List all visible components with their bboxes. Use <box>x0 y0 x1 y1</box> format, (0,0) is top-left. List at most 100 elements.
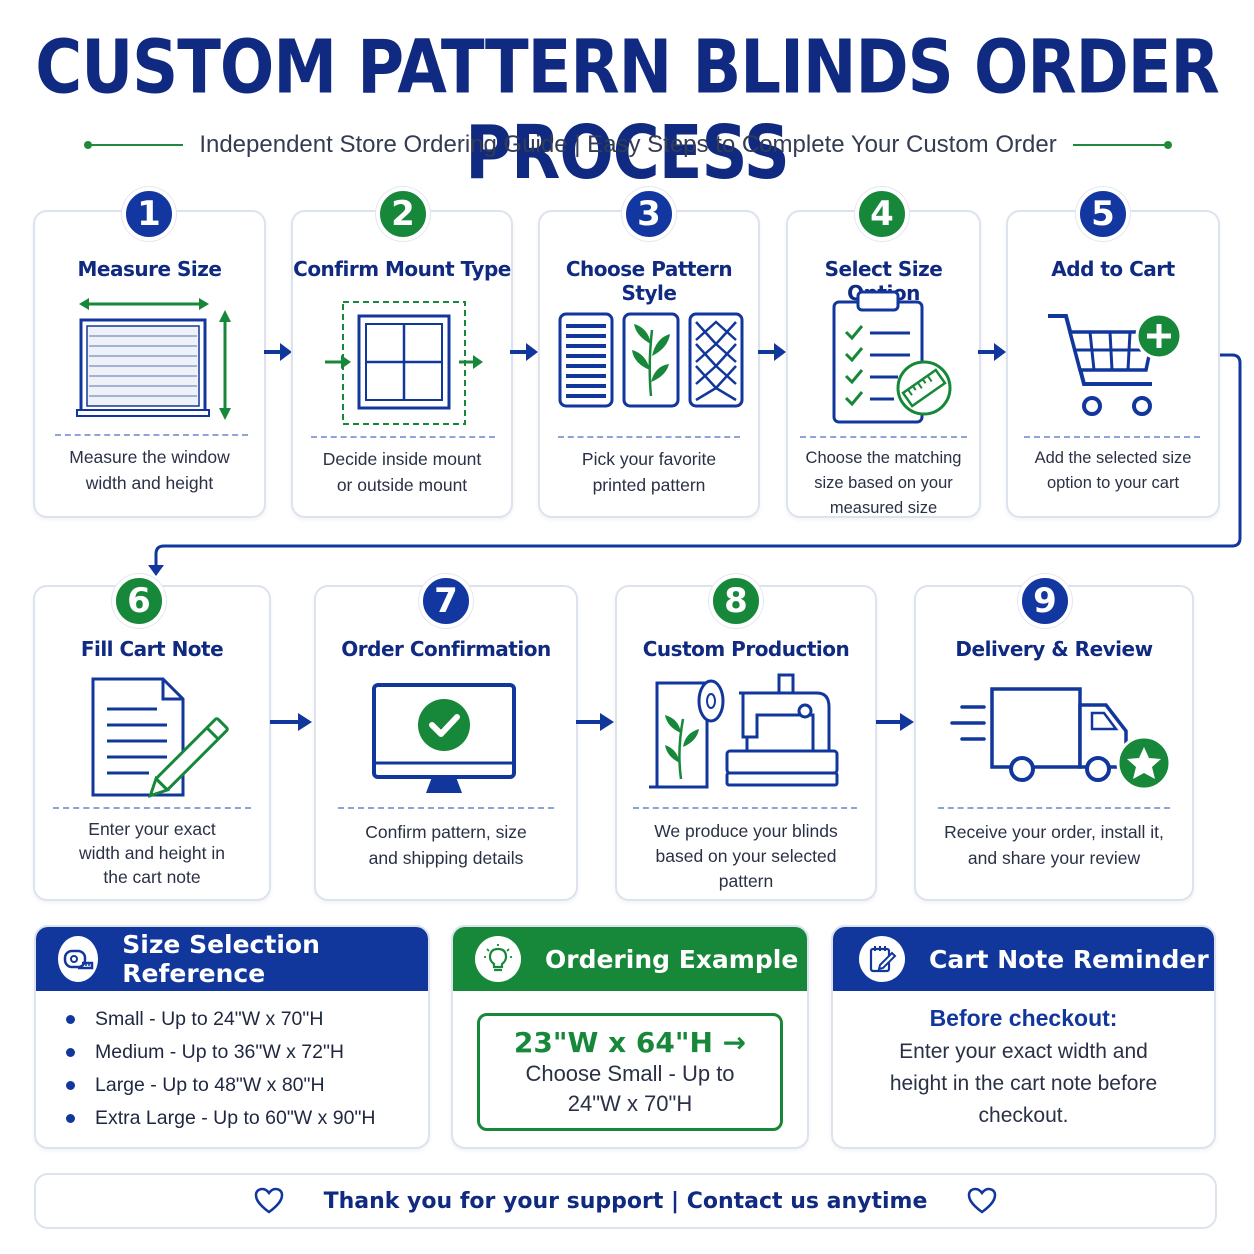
size-item-text: Medium - Up to 36"W x 72"H <box>95 1041 345 1063</box>
step-arrow-8-9 <box>876 713 914 731</box>
step-title: Fill Cart Note <box>80 637 224 661</box>
step-number-badge-9: 9 <box>1018 574 1072 628</box>
step-title: Order Confirmation <box>341 637 551 661</box>
example-measurement: 23"W x 64"H → <box>513 1026 747 1059</box>
step-description: We produce your blinds based on your sel… <box>654 821 838 891</box>
size-list-item: Extra Large - Up to 60"W x 90"H <box>66 1102 428 1135</box>
size-item-text: Extra Large - Up to 60"W x 90"H <box>95 1107 376 1129</box>
step-title: Add to Cart <box>1051 257 1175 281</box>
bullet-dot <box>66 1081 75 1090</box>
step-divider <box>558 436 740 438</box>
step-title: Choose Pattern Style <box>565 257 733 305</box>
step-card-7: Order Confirmation Confirm pattern, size… <box>314 585 578 901</box>
cart-note-line-2: height in the cart note before <box>889 1072 1158 1095</box>
step-description: Choose the matching size based on your m… <box>805 449 962 517</box>
step-divider <box>800 436 967 438</box>
step-divider <box>55 434 248 436</box>
subtitle-divider-right <box>1072 141 1173 149</box>
footer-text: Thank you for your support | Contact us … <box>323 1188 928 1214</box>
step-divider <box>938 807 1170 809</box>
step-description: Measure the window width and height <box>69 447 230 494</box>
step-divider <box>633 807 857 809</box>
step-card-1: Measure Size Measure the window width an… <box>33 210 266 518</box>
row-connector-arrow <box>148 353 1242 576</box>
step-title: Measure Size <box>77 257 222 281</box>
clipboard-ruler-icon <box>832 290 952 424</box>
step-card-2: Confirm Mount Type Decide inside mount o… <box>291 210 513 518</box>
note-pencil-icon <box>91 677 229 799</box>
page-title: CUSTOM PATTERN BLINDS ORDER PROCESS <box>35 26 1220 197</box>
cart-note-heading: Before checkout: <box>929 1005 1118 1031</box>
cart-plus-icon <box>1048 312 1183 416</box>
step-description: Enter your exact width and height in the… <box>79 819 225 888</box>
size-list-item: Large - Up to 48"W x 80"H <box>66 1069 428 1102</box>
heart-icon <box>968 1187 997 1214</box>
step-divider <box>338 807 554 809</box>
cart-note-text: Enter your exact width and height in the… <box>833 1032 1214 1132</box>
ordering-example-title: Ordering Example <box>545 944 799 974</box>
step-number-badge-6: 6 <box>112 574 166 628</box>
step-card-6: Fill Cart Note Enter your exact width an… <box>33 585 271 901</box>
step-description: Pick your favorite printed pattern <box>581 449 717 496</box>
window-measure-icon <box>76 298 231 420</box>
step-card-9: Delivery & Review Receive your order, in… <box>914 585 1194 901</box>
step-arrow-2-3 <box>510 343 538 361</box>
step-arrow-7-8 <box>576 713 614 731</box>
lightbulb-icon <box>475 936 521 982</box>
example-line-2: 24"W x 70"H <box>567 1091 693 1116</box>
size-list-item: Small - Up to 24"W x 70"H <box>66 1003 428 1036</box>
step-arrow-4-5 <box>978 343 1006 361</box>
example-line-1: Choose Small - Up to <box>525 1061 735 1086</box>
size-list: Small - Up to 24"W x 70"H Medium - Up to… <box>36 991 428 1135</box>
step-card-3: Choose Pattern Style Pick your favorite … <box>538 210 760 518</box>
step-number-badge-2: 2 <box>376 187 430 241</box>
cart-note-header: Cart Note Reminder <box>833 927 1214 991</box>
size-item-text: Small - Up to 24"W x 70"H <box>95 1008 324 1030</box>
cart-note-panel: Cart Note Reminder Before checkout: Ente… <box>831 925 1216 1149</box>
step-number-badge-5: 5 <box>1076 187 1130 241</box>
step-description: Receive your order, install it, and shar… <box>944 822 1164 869</box>
step-arrow-6-7 <box>270 713 312 731</box>
bullet-dot <box>66 1114 75 1123</box>
edit-note-icon <box>859 936 905 982</box>
step-number-badge-3: 3 <box>622 187 676 241</box>
step-description: Add the selected size option to your car… <box>1034 449 1192 492</box>
pattern-swatches-icon <box>558 312 744 408</box>
subtitle-row: Independent Store Ordering Guide | Easy … <box>83 128 1173 162</box>
step-number-badge-1: 1 <box>122 187 176 241</box>
step-arrow-1-2 <box>264 343 292 361</box>
step-arrow-3-4 <box>758 343 786 361</box>
monitor-check-icon <box>372 683 516 793</box>
heart-icon <box>254 1187 283 1214</box>
bullet-dot <box>66 1048 75 1057</box>
ordering-example-header: Ordering Example <box>453 927 807 991</box>
footer-banner: Thank you for your support | Contact us … <box>34 1173 1217 1229</box>
subtitle-divider-left <box>83 141 184 149</box>
size-reference-panel: Size Selection Reference Small - Up to 2… <box>34 925 430 1149</box>
size-list-item: Medium - Up to 36"W x 72"H <box>66 1036 428 1069</box>
cart-note-line-3: checkout. <box>978 1104 1069 1127</box>
step-description: Confirm pattern, size and shipping detai… <box>365 822 527 869</box>
step-card-4: Select Size Option Choose the matching s… <box>786 210 981 518</box>
ordering-example-panel: Ordering Example 23"W x 64"H → Choose Sm… <box>451 925 809 1149</box>
step-divider <box>53 807 251 809</box>
cart-note-title: Cart Note Reminder <box>929 944 1209 974</box>
mount-window-icon <box>325 301 483 425</box>
step-title: Delivery & Review <box>955 637 1153 661</box>
step-title: Custom Production <box>642 637 850 661</box>
page-subtitle: Independent Store Ordering Guide | Easy … <box>199 131 1057 158</box>
step-card-5: Add to Cart Add the selected size option… <box>1006 210 1220 518</box>
step-title: Confirm Mount Type <box>293 257 511 281</box>
step-card-8: Custom Production We produce your blinds… <box>615 585 877 901</box>
size-reference-title: Size Selection Reference <box>122 930 320 988</box>
step-description: Decide inside mount or outside mount <box>322 449 482 496</box>
sewing-machine-icon <box>649 673 839 789</box>
bullet-dot <box>66 1015 75 1024</box>
cart-note-line-1: Enter your exact width and <box>899 1040 1148 1063</box>
example-box: 23"W x 64"H → Choose Small - Up to 24"W … <box>477 1013 783 1131</box>
size-reference-header: Size Selection Reference <box>36 927 428 991</box>
step-divider <box>311 436 495 438</box>
step-number-badge-8: 8 <box>709 574 763 628</box>
step-number-badge-7: 7 <box>419 574 473 628</box>
tape-measure-icon <box>58 936 99 982</box>
